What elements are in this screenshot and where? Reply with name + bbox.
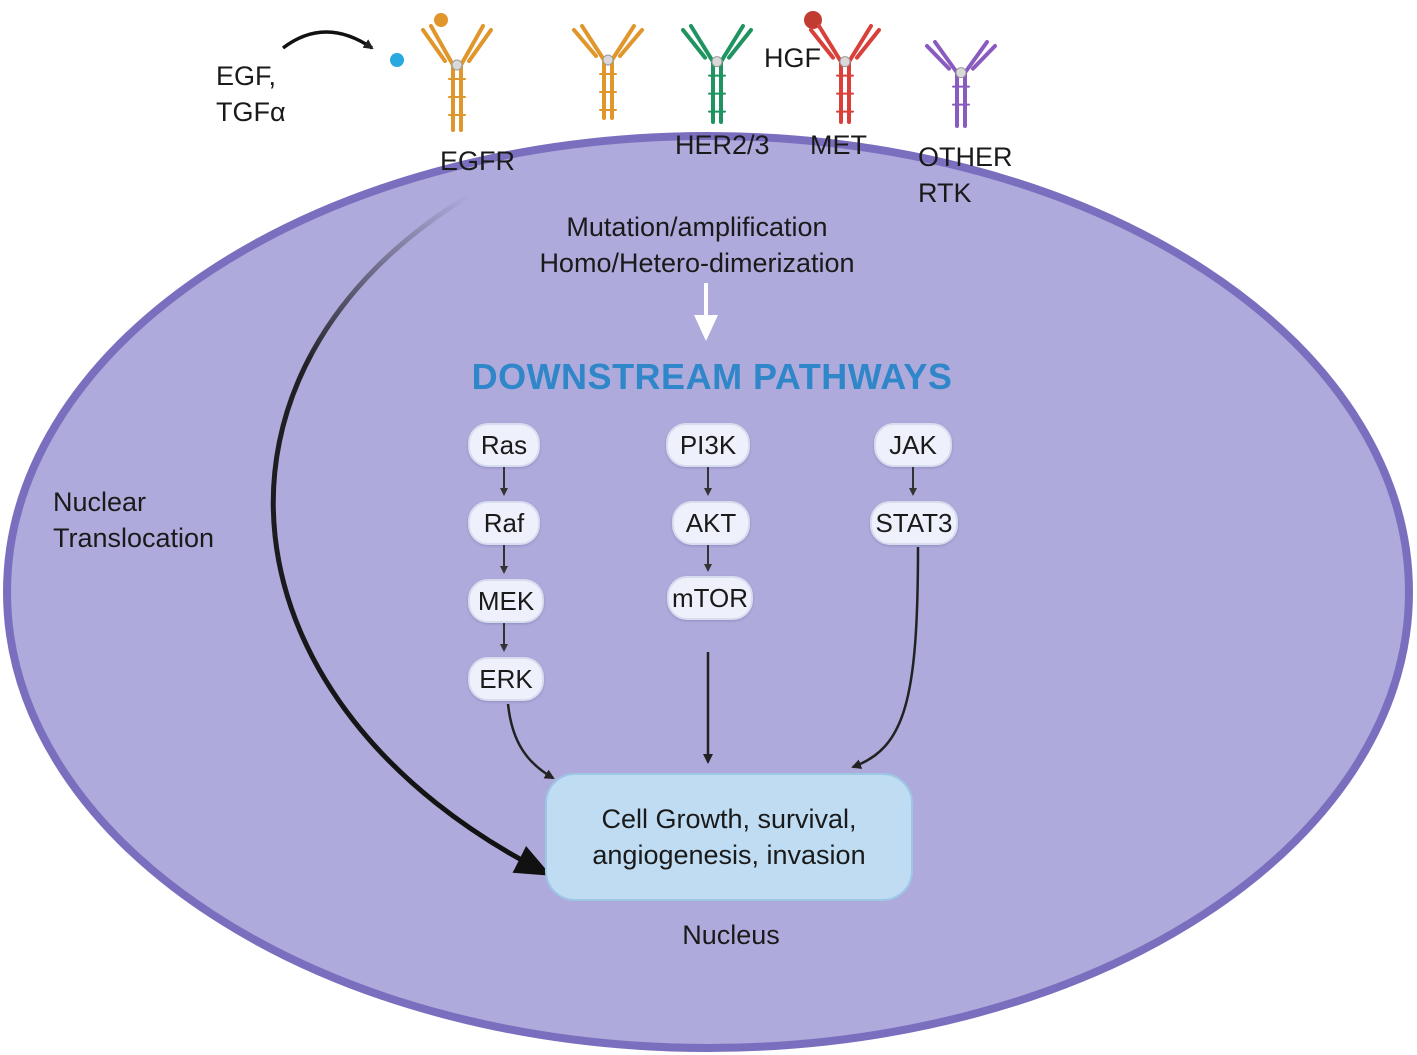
egfr-receptor-1 (421, 24, 493, 132)
mek-node: MEK (468, 579, 544, 623)
nuclear-translocation-label: Nuclear Translocation (53, 487, 215, 553)
stat3-to-nucleus-arrow (851, 546, 920, 769)
mechanism-arrow-head (694, 315, 718, 341)
hgf-ligand-dot (804, 11, 822, 29)
erk-node: ERK (468, 657, 544, 701)
her2-3-label: HER2/3 (675, 130, 770, 160)
akt-node: AKT (672, 501, 750, 545)
nuclear-translocation-arrow (270, 192, 552, 876)
other-rtk-receptor (925, 40, 997, 128)
mtor-node: mTOR (667, 576, 753, 620)
her2-3-receptor (681, 24, 753, 124)
erk-to-nucleus-arrow (506, 703, 555, 780)
met-label: MET (810, 130, 867, 160)
ligand-binding-arrow (281, 30, 374, 50)
mechanism-label: Mutation/amplification Homo/Hetero-dimer… (539, 212, 855, 278)
egf-tgfa-label: EGF, TGFα (216, 61, 286, 127)
outcome-label: Cell Growth, survival, angiogenesis, inv… (592, 804, 866, 870)
jak-node: JAK (874, 423, 952, 467)
pi3k-node: PI3K (666, 423, 750, 467)
nucleus-box: Cell Growth, survival, angiogenesis, inv… (545, 773, 913, 901)
ras-node: Ras (468, 423, 540, 467)
egfr-ligand-dot (434, 13, 448, 27)
egf-ligand-dot (390, 53, 404, 67)
downstream-pathways-title: DOWNSTREAM PATHWAYS (471, 356, 953, 397)
egfr-receptor-2 (572, 24, 644, 120)
nucleus-label: Nucleus (682, 920, 780, 950)
other-rtk-label: OTHER RTK (918, 142, 1013, 208)
hgf-label: HGF (764, 43, 821, 73)
met-receptor (809, 24, 881, 124)
stat3-node: STAT3 (870, 501, 958, 545)
raf-node: Raf (468, 501, 540, 545)
egfr-label: EGFR (440, 146, 516, 176)
